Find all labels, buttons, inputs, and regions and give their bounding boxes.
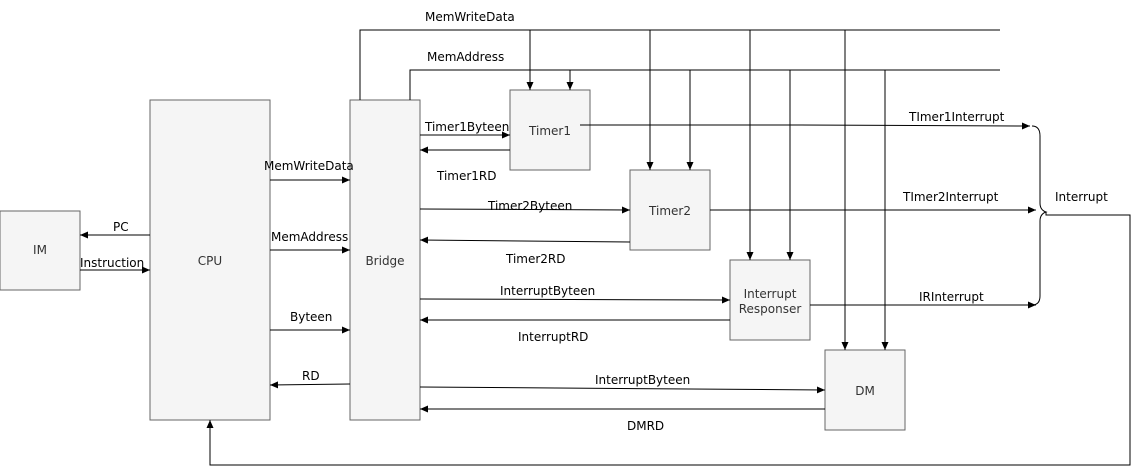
cpu-byteen-signal: Byteen: [270, 310, 350, 334]
cpu-rd-label: RD: [302, 369, 320, 383]
pc-label: PC: [113, 220, 129, 234]
dm-label: DM: [855, 384, 875, 398]
im-block: IM: [0, 210, 81, 291]
cpu-mem-address-label: MemAddress: [271, 230, 348, 244]
cpu-label: CPU: [198, 254, 222, 268]
pc-signal: PC: [80, 220, 150, 239]
interrupt-merge-brace: [1031, 125, 1048, 306]
instruction-signal: Instruction: [80, 256, 150, 274]
timer1-label: Timer1: [528, 124, 571, 138]
interrupt-label: Interrupt: [1055, 190, 1108, 204]
instruction-label: Instruction: [80, 256, 144, 270]
interrupt-rd-label: InterruptRD: [518, 330, 588, 344]
timer2-label: Timer2: [648, 204, 691, 218]
timer2-block: Timer2: [629, 169, 711, 251]
timer1-interrupt-signal: TImer1Interrupt: [580, 110, 1031, 130]
timer1-interrupt-label: TImer1Interrupt: [908, 110, 1005, 124]
timer2-interrupt-label: TImer2Interrupt: [902, 190, 999, 204]
cpu-mem-write-data-signal: MemWriteData: [264, 159, 354, 184]
timer1-byteen-label: Timer1Byteen: [424, 120, 509, 134]
timer2-byteen-signal: Timer2Byteen: [419, 199, 631, 214]
bridge-label: Bridge: [365, 254, 404, 268]
timer1-byteen-signal: Timer1Byteen: [420, 120, 510, 139]
timer1-block: Timer1: [509, 89, 591, 171]
timer2-interrupt-signal: TImer2Interrupt: [710, 190, 1036, 214]
dm-byteen-signal: InterruptByteen: [419, 373, 826, 394]
cpu-rd-signal: RD: [269, 369, 351, 389]
bridge-block: Bridge: [349, 99, 421, 421]
timer2-rd-signal: Timer2RD: [419, 236, 631, 266]
interrupt-byteen-label: InterruptByteen: [500, 284, 595, 298]
dm-rd-label: DMRD: [627, 419, 664, 433]
dm-byteen-label: InterruptByteen: [595, 373, 690, 387]
dm-block: DM: [824, 349, 906, 431]
interrupt-responser-label-line1: Interrupt: [744, 287, 797, 301]
cpu-mem-address-signal: MemAddress: [270, 230, 350, 254]
interrupt-signal: Interrupt: [206, 190, 1131, 466]
im-label: IM: [33, 243, 47, 257]
cpu-byteen-label: Byteen: [290, 310, 332, 324]
mem-write-data-bus-label: MemWriteData: [425, 10, 515, 24]
timer2-rd-label: Timer2RD: [505, 252, 566, 266]
cpu-mem-write-data-label: MemWriteData: [264, 159, 354, 173]
timer1-rd-signal: Timer1RD: [420, 146, 510, 183]
mem-address-bus-label: MemAddress: [427, 50, 504, 64]
ir-interrupt-label: IRInterrupt: [919, 290, 984, 304]
interrupt-responser-block: Interrupt Responser: [729, 259, 811, 341]
mem-write-data-bus: MemWriteData: [359, 10, 1000, 350]
cpu-block: CPU: [149, 99, 271, 421]
interrupt-responser-label-line2: Responser: [739, 302, 802, 316]
dm-rd-signal: DMRD: [420, 405, 825, 433]
interrupt-rd-signal: InterruptRD: [420, 316, 730, 344]
timer1-rd-label: Timer1RD: [436, 169, 497, 183]
ir-interrupt-signal: IRInterrupt: [810, 290, 1036, 309]
timer2-byteen-label: Timer2Byteen: [487, 199, 572, 213]
interrupt-byteen-signal: InterruptByteen: [419, 284, 731, 304]
